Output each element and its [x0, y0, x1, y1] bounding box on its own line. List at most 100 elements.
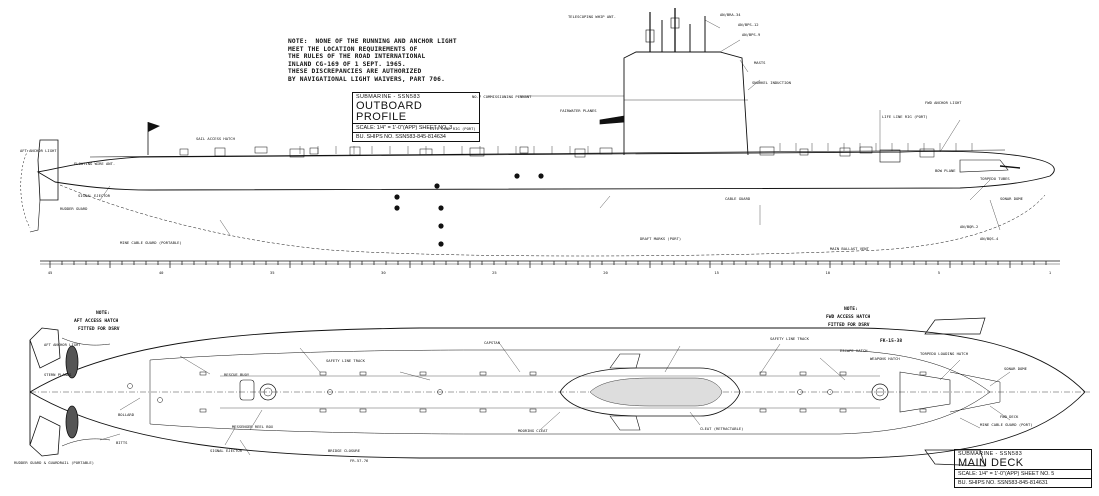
deck-fitting [519, 146, 529, 154]
frame-number: 30 [381, 270, 386, 275]
bollard [797, 389, 803, 395]
aft-access-hatch [259, 383, 277, 401]
deck-fitting [214, 147, 226, 157]
frame-number: 20 [603, 270, 608, 275]
propeller-arc [20, 149, 31, 229]
sonar-dome-deck-label: SONAR DOME [1004, 366, 1028, 371]
rescue-buoy-label: RESCUE BUOY [224, 372, 250, 377]
top-note-line: THESE DISCREPANCIES ARE AUTHORIZED [288, 68, 422, 76]
rudder-guard-label: RUDDER GUARD [60, 206, 88, 211]
mine-cable-guard-label: MINE CABLE GUARD (PORTABLE) [120, 240, 182, 245]
cleat [319, 371, 327, 376]
stern-rudder [37, 139, 59, 201]
bow-plane-port-plan [924, 317, 986, 335]
fairwater-planes-label: FAIRWATER PLANES [560, 108, 597, 113]
deck-title-block: SUBMARINE - SSN583 MAIN DECK SCALE: 1/4"… [954, 449, 1092, 488]
fwd-access-hatch [871, 383, 889, 401]
bollard [127, 383, 133, 389]
deck-fitting [309, 147, 319, 155]
bollard-label: BOLLARD [118, 412, 135, 417]
cleat [919, 408, 927, 413]
profile-text: NO.7 COMMISSIONING PENNANT AFT ANCHOR LI… [20, 12, 1024, 251]
deck-view-title: MAIN DECK [958, 457, 1024, 469]
bqs-label: AN/BQS-4 [980, 236, 999, 241]
sail-hatch-label: SAIL ACCESS HATCH [196, 136, 236, 141]
deck-fitting [839, 147, 851, 157]
bollard [157, 397, 163, 403]
cleat [419, 408, 427, 413]
signal-ejector-label: SIGNAL EJECTOR [78, 193, 111, 198]
cleat [479, 408, 487, 413]
deck-fitting [599, 147, 613, 155]
deck-fitting [799, 148, 809, 156]
profile-title-block: SUBMARINE - SSN583 OUTBOARD PROFILE SCAL… [352, 92, 480, 142]
safety-track-2-label: SAFETY LINE TRACK [770, 336, 810, 341]
bollard [327, 389, 333, 395]
profile-deck-line [89, 149, 1006, 158]
radar-label: AN/BPS-9 [742, 32, 761, 37]
frame-ticks [49, 261, 1047, 268]
top-note-line: INLAND CG-169 OF 1 SEPT. 1965. [288, 60, 406, 68]
frame-number: 25 [492, 270, 497, 275]
stern-plane-stbd [29, 415, 61, 457]
deck-fitting [179, 148, 189, 156]
profile-dots [394, 173, 544, 247]
fwd-deck-label: FWD DECK [1000, 414, 1019, 419]
profile-hull-outline [36, 150, 1055, 191]
cleat [359, 408, 367, 413]
cleat [319, 408, 327, 413]
bow-plane-profile [959, 159, 1009, 173]
bridge-closure-label: BRIDGE CLOSURE [328, 448, 361, 453]
frame-number: 15 [714, 270, 719, 275]
snorkel-label: SNORKEL INDUCTION [752, 80, 792, 85]
bow-hatch [879, 149, 901, 163]
mine-cable-guard-deck-label: MINE CABLE GUARD (PORT) [980, 422, 1033, 427]
profile-leaders [99, 19, 1001, 236]
top-note: NOTE: NONE OF THE RUNNING AND ANCHOR LIG… [288, 38, 457, 84]
cleat [199, 408, 207, 413]
cleat [919, 371, 927, 376]
deck-fitting [919, 148, 935, 158]
commissioning-pennant-label: NO.7 COMMISSIONING PENNANT [472, 94, 532, 99]
torpedo-loading-hatch [899, 371, 951, 413]
bollard [437, 389, 443, 395]
deck-leaders [99, 343, 1011, 456]
escape-hatch-label: ESCAPE HATCH [840, 348, 868, 353]
messenger-reel-label: MESSENGER REEL BOX [232, 424, 274, 429]
top-note-line: THE RULES OF THE ROAD INTERNATIONAL [288, 53, 426, 61]
deck-text: NOTE: AFT ACCESS HATCH FITTED FOR DSRV N… [14, 306, 1033, 465]
safety-track-1-label: SAFETY LINE TRACK [326, 358, 366, 363]
deck-ships-no: BU. SHIPS NO. SSN583-845-814631 [955, 478, 1091, 487]
cleat [759, 371, 767, 376]
main-ballast-label: MAIN BALLAST VENT [830, 246, 870, 251]
deck-fitting [574, 148, 586, 158]
cleat [199, 371, 207, 376]
fairwater-plane [599, 115, 625, 125]
floating-wire-label: FLOATING WIRE ANT. [74, 161, 115, 166]
torpedo-tubes-label: TORPEDO TUBES [980, 176, 1010, 181]
fk-label: FK-15-38 [880, 338, 902, 344]
sail-outline [623, 51, 749, 156]
bow-plane-stbd-plan [924, 449, 986, 467]
rudder-guard-port [61, 337, 111, 346]
torpedo-loading-label: TORPEDO LOADING HATCH [920, 351, 969, 356]
top-note-line: MEET THE LOCATION REQUIREMENTS OF [288, 45, 418, 53]
deck-scale: SCALE: 1/4" = 1'-0"(APP) SHEET NO. 5 [955, 469, 1091, 478]
life-line-aft-label: LIFE LINE RIG (PORT) [882, 114, 928, 119]
profile-ships-no: BU. SHIPS NO. SSN583-845-814634 [353, 132, 479, 141]
cable-guard-fwd-label: CABLE GUARD [725, 196, 751, 201]
rudder-guard-deck-label: RUDDER GUARD & GUARDRAIL (PORTABLE) [14, 460, 94, 465]
rudder-lower [29, 199, 41, 233]
fwd-note-label: NOTE: [844, 306, 858, 312]
frame-number: 5 [938, 270, 940, 275]
signal-ejector-deck-label: SIGNAL EJECTOR [210, 448, 243, 453]
weapons-hatch-label: WEAPONS HATCH [870, 356, 900, 361]
fairwater-plane-stbd [609, 415, 641, 431]
fwd-hatch-label: FWD ACCESS HATCH [826, 314, 870, 320]
deck-fitting [469, 147, 485, 157]
profile-scale: SCALE: 1/4" = 1'-0"(APP) SHEET NO. 3 [353, 123, 479, 132]
cleat-retractable-label: CLEAT (RETRACTABLE) [700, 426, 743, 431]
frame-number: 35 [270, 270, 275, 275]
periscope-2-label: AN/BPS-12 [738, 22, 759, 27]
